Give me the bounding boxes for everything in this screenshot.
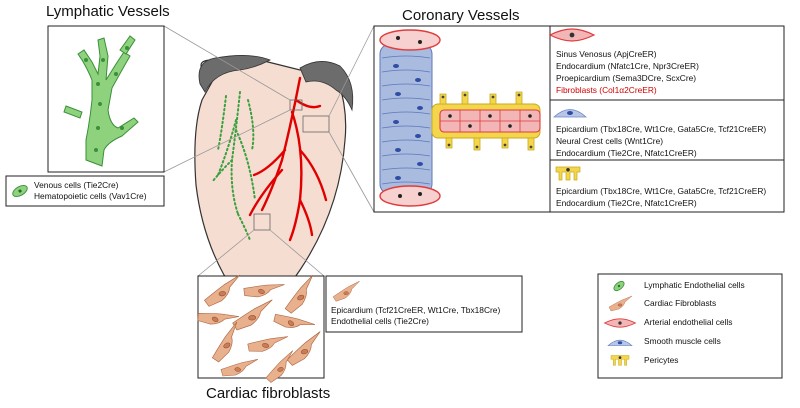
zoom-lines: [163, 25, 375, 277]
lymphatic-source-line: Hematopoietic cells (Vav1Cre): [34, 191, 147, 201]
legend-label: Lymphatic Endothelial cells: [644, 280, 745, 290]
lymph-zoom-marker: [289, 99, 303, 111]
fibroblast-source-line: Endothelial cells (Tie2Cre): [331, 316, 429, 326]
left-atrium: [198, 55, 271, 93]
lymphatic-vessel-drawing: [63, 35, 139, 167]
right-atrium: [299, 61, 354, 112]
coronary-source-line-fibroblasts: Fibroblasts (Col1α2CreER): [556, 85, 657, 95]
lymphatic-source-box: [5, 175, 165, 207]
heart-body: [194, 55, 347, 306]
fibroblast-zoom-marker: [253, 213, 271, 231]
coronary-title: Coronary Vessels: [402, 7, 520, 24]
lymphatic-nuclei: [84, 46, 129, 152]
legend-label: Pericytes: [644, 355, 679, 365]
lymphatic-title: Lymphatic Vessels: [46, 3, 170, 20]
coronary-vessel-drawing: [379, 29, 541, 207]
coronary-source-line: Endocardium (Nfatc1Cre, Npr3CreER): [556, 61, 699, 71]
legend-label: Cardiac Fibroblasts: [644, 298, 717, 308]
fibroblast-source-line: Epicardium (Tcf21CreER, Wt1Cre, Tbx18Cre…: [331, 305, 501, 315]
coronary-source-line: Sinus Venosus (ApjCreER): [556, 49, 657, 59]
pericyte-icon: [610, 355, 630, 366]
coronary-source-line: Epicardium (Tbx18Cre, Wt1Cre, Gata5Cre, …: [556, 124, 767, 134]
legend-label: Arterial endothelial cells: [644, 317, 733, 327]
heart-illustration: [194, 55, 354, 306]
fibroblast-source-box: [325, 275, 523, 333]
coronary-source-line: Neural Crest cells (Wnt1Cre): [556, 136, 664, 146]
fibroblast-title: Cardiac fibroblasts: [206, 385, 331, 402]
coronary-source-line: Endocardium (Tie2Cre, Nfatc1CreER): [556, 148, 697, 158]
coronary-source-line: Epicardium (Tbx18Cre, Wt1Cre, Gata5Cre, …: [556, 186, 767, 196]
coronary-source-line: Proepicardium (Sema3DCre, ScxCre): [556, 73, 697, 83]
lymphatic-cell-icon: [12, 185, 28, 197]
coronary-source-line: Endocardium (Tie2Cre, Nfatc1CreER): [556, 198, 697, 208]
lymphatic-source-line: Venous cells (Tie2Cre): [34, 180, 119, 190]
legend-label: Smooth muscle cells: [644, 336, 721, 346]
coronary-zoom-marker: [302, 115, 330, 133]
lymphatic-endothelial-cell-icon: [613, 280, 625, 292]
coronary-source-table: [549, 25, 785, 213]
pericyte-icon: [555, 166, 581, 181]
